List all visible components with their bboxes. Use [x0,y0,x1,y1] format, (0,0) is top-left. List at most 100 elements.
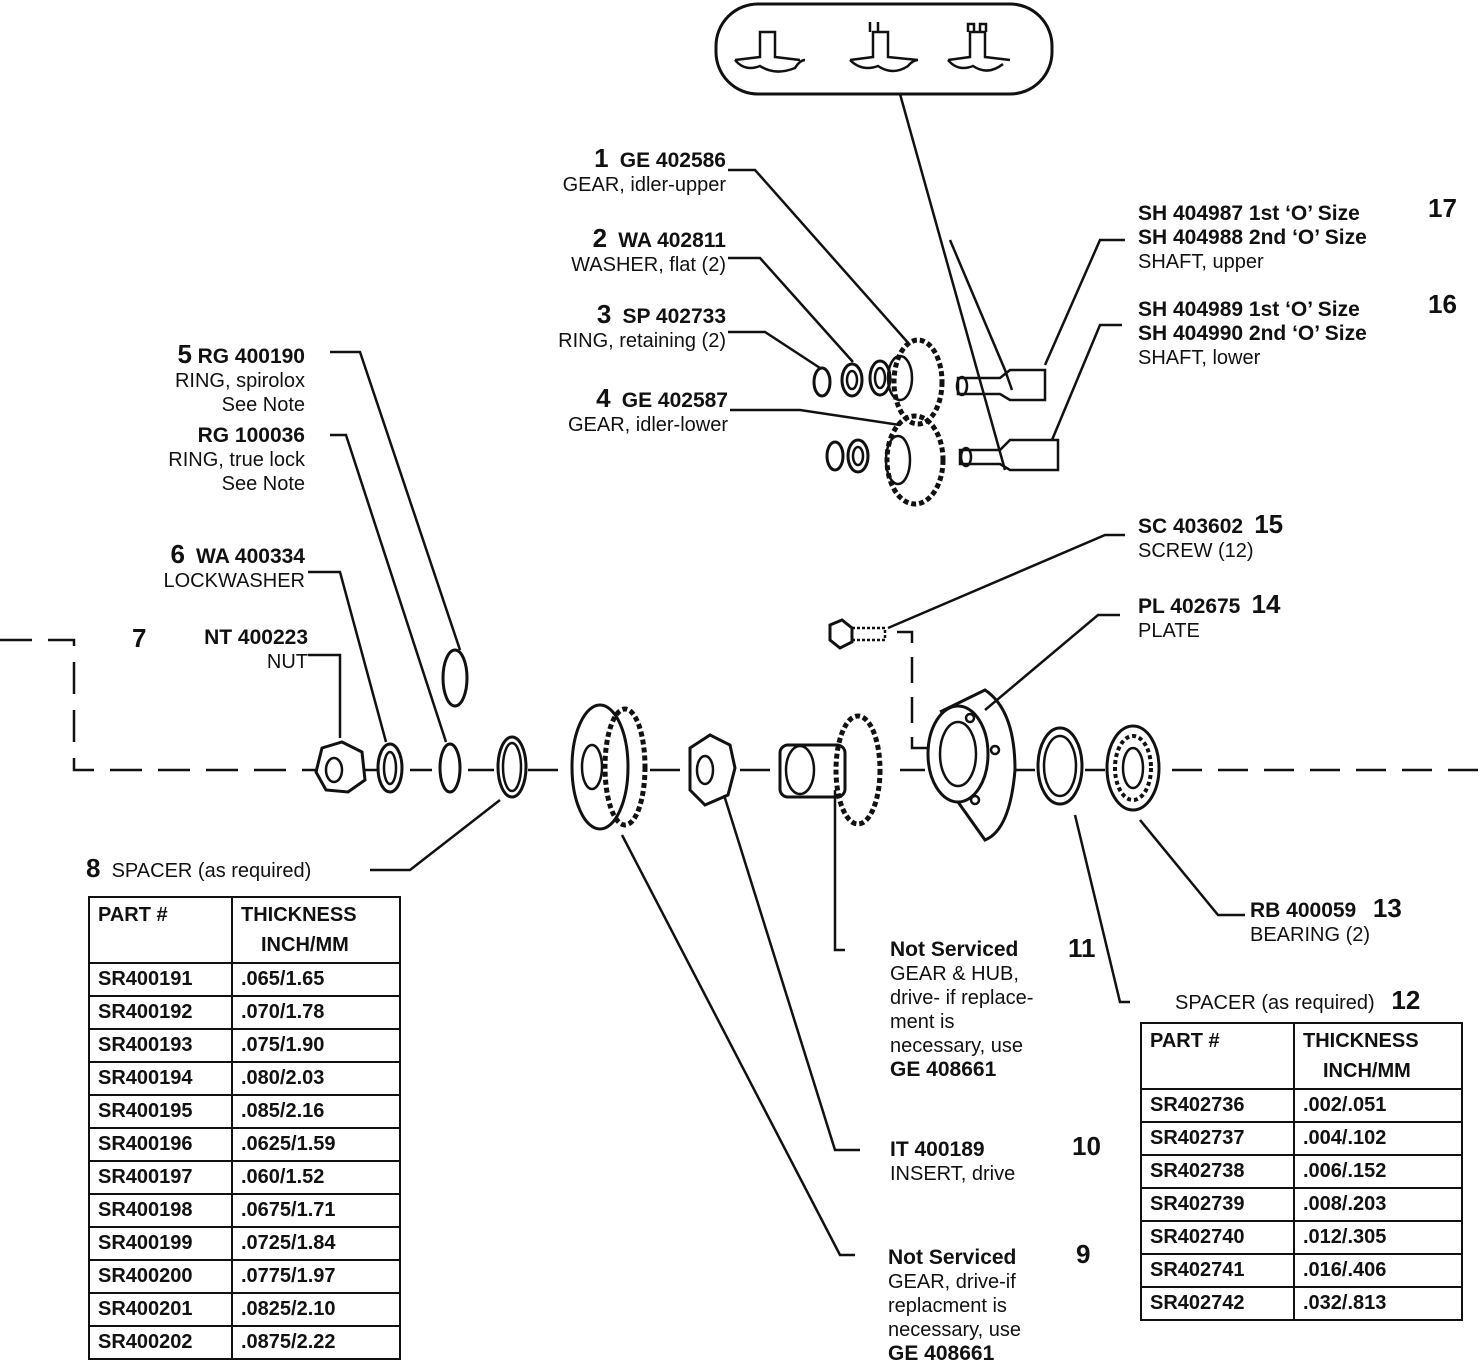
callout-7-number: 7 [132,623,147,653]
callout-10-description: INSERT, drive [890,1163,1016,1185]
table-row: SR402739.008/.203 [1140,1187,1463,1222]
callout-6-part-code: WA 400334 [196,545,305,568]
callout-7-part-code: NT 400223 [204,626,308,649]
callout-11-line-3: ment is [890,1011,955,1033]
thickness-cell: .008/.203 [1293,1187,1463,1222]
callout-2: 2 WA 402811 WASHER, flat (2) [520,225,726,277]
table-row: SR402736.002/.051 [1140,1088,1463,1123]
callout-4-part-code: GE 402587 [621,389,728,412]
callout-16: SH 404989 1st ‘O’ Size 16 SH 404990 2nd … [1138,291,1457,370]
callout-16-part-code-2: SH 404990 2nd ‘O’ Size [1138,322,1367,345]
callout-1-part-code: GE 402586 [619,149,726,172]
callout-10-number: 10 [1072,1131,1101,1161]
thickness-cell: .070/1.78 [231,995,401,1030]
callout-17-number: 17 [1428,193,1457,223]
table-row: SR400199.0725/1.84 [88,1226,401,1261]
callout-12-number: 12 [1391,985,1421,1015]
table-row: SR400194.080/2.03 [88,1061,401,1096]
callout-5b-part-code: RG 100036 [197,424,305,447]
thickness-cell: .006/.152 [1293,1154,1463,1189]
thickness-cell: .0775/1.97 [231,1259,401,1294]
callout-17-part-code-1: SH 404987 1st ‘O’ Size [1138,202,1360,225]
table-row: SR402738.006/.152 [1140,1154,1463,1189]
thickness-cell: .032/.813 [1293,1286,1463,1321]
callout-16-part-code-1: SH 404989 1st ‘O’ Size [1138,298,1360,321]
callout-17-description: SHAFT, upper [1138,251,1264,273]
callout-11-part-code: Not Serviced [890,938,1019,961]
part-number-cell: SR402740 [1140,1220,1295,1255]
table-row: SR400192.070/1.78 [88,995,401,1030]
table-row: SR400193.075/1.90 [88,1028,401,1063]
callout-9-line-1: GEAR, drive-if [888,1271,1016,1293]
drive-insert-part [688,733,737,807]
table-row: SR402737.004/.102 [1140,1121,1463,1156]
shaft-end-options-inset [714,2,1054,96]
callout-4-number: 4 [596,383,611,413]
table-row: SR402742.032/.813 [1140,1286,1463,1321]
callout-15-number: 15 [1254,509,1284,539]
part-number-cell: SR400196 [88,1127,233,1162]
callout-2-part-code: WA 402811 [618,229,726,252]
part-number-cell: SR400193 [88,1028,233,1063]
part-number-cell: SR400197 [88,1160,233,1195]
callout-8-description: SPACER (as required) [111,860,312,882]
part-number-cell: SR400202 [88,1325,233,1360]
callout-12-description: SPACER (as required) [1175,992,1375,1014]
callout-9-part-code: Not Serviced [888,1246,1017,1269]
callout-14: PL 402675 14 PLATE [1138,591,1280,643]
table-row: SR400197.060/1.52 [88,1160,401,1195]
part-number-cell: SR400198 [88,1193,233,1228]
spacer-12-part [1036,726,1084,806]
part-number-cell: SR402736 [1140,1088,1295,1123]
callout-5-note: See Note [221,394,305,416]
callout-2-description: WASHER, flat (2) [571,254,726,276]
lockwasher-part [376,742,404,794]
callout-10: IT 400189 10 INSERT, drive [890,1133,1101,1186]
callout-9-line-2: replacment is [888,1295,1007,1317]
callout-17: SH 404987 1st ‘O’ Size 17 SH 404988 2nd … [1138,195,1457,274]
callout-11-line-4: necessary, use [890,1035,1024,1057]
callout-5b: RG 100036 RING, true lock See Note [100,424,305,496]
callout-11-line-2: drive- if replace- [890,987,1034,1009]
callout-16-number: 16 [1428,289,1457,319]
callout-14-description: PLATE [1138,620,1200,642]
table-header-unit-label: INCH/MM [261,934,349,956]
part-number-cell: SR400194 [88,1061,233,1096]
drive-gear-part [570,703,648,831]
callout-5b-note: See Note [221,473,305,495]
callout-6-number: 6 [170,539,185,569]
thickness-cell: .016/.406 [1293,1253,1463,1288]
thickness-cell: .012/.305 [1293,1220,1463,1255]
callout-16-description: SHAFT, lower [1138,347,1261,369]
callout-6-description: LOCKWASHER [163,570,305,592]
table-row: SR400191.065/1.65 [88,962,401,997]
thickness-cell: .065/1.65 [231,962,401,997]
callout-5-number: 5 [177,339,193,369]
callout-11-number: 11 [1068,933,1096,963]
plate-part [926,688,1017,842]
thickness-cell: .0625/1.59 [231,1127,401,1162]
callout-11-line-1: GEAR & HUB, [890,963,1019,985]
thickness-cell: .085/2.16 [231,1094,401,1129]
spirolox-ring-part [441,648,469,708]
part-number-cell: SR402741 [1140,1253,1295,1288]
table-row: SR402741.016/.406 [1140,1253,1463,1288]
thickness-cell: .0825/2.10 [231,1292,401,1327]
screw-part [828,618,887,650]
table-row: SR402740.012/.305 [1140,1220,1463,1255]
part-number-cell: SR400192 [88,995,233,1030]
callout-13-description: BEARING (2) [1250,924,1371,946]
callout-5: 5 RG 400190 RING, spirolox See Note [100,339,305,417]
callout-5-part-code: RG 400190 [197,345,305,368]
callout-9: Not Serviced 9 GEAR, drive-if replacment… [888,1241,1090,1366]
part-number-cell: SR402737 [1140,1121,1295,1156]
callout-5b-description: RING, true lock [168,449,305,471]
thickness-cell: .0875/2.22 [231,1325,401,1360]
callout-9-replacement-code: GE 408661 [888,1342,995,1365]
table-row: SR400195.085/2.16 [88,1094,401,1129]
callout-5-description: RING, spirolox [174,370,305,392]
